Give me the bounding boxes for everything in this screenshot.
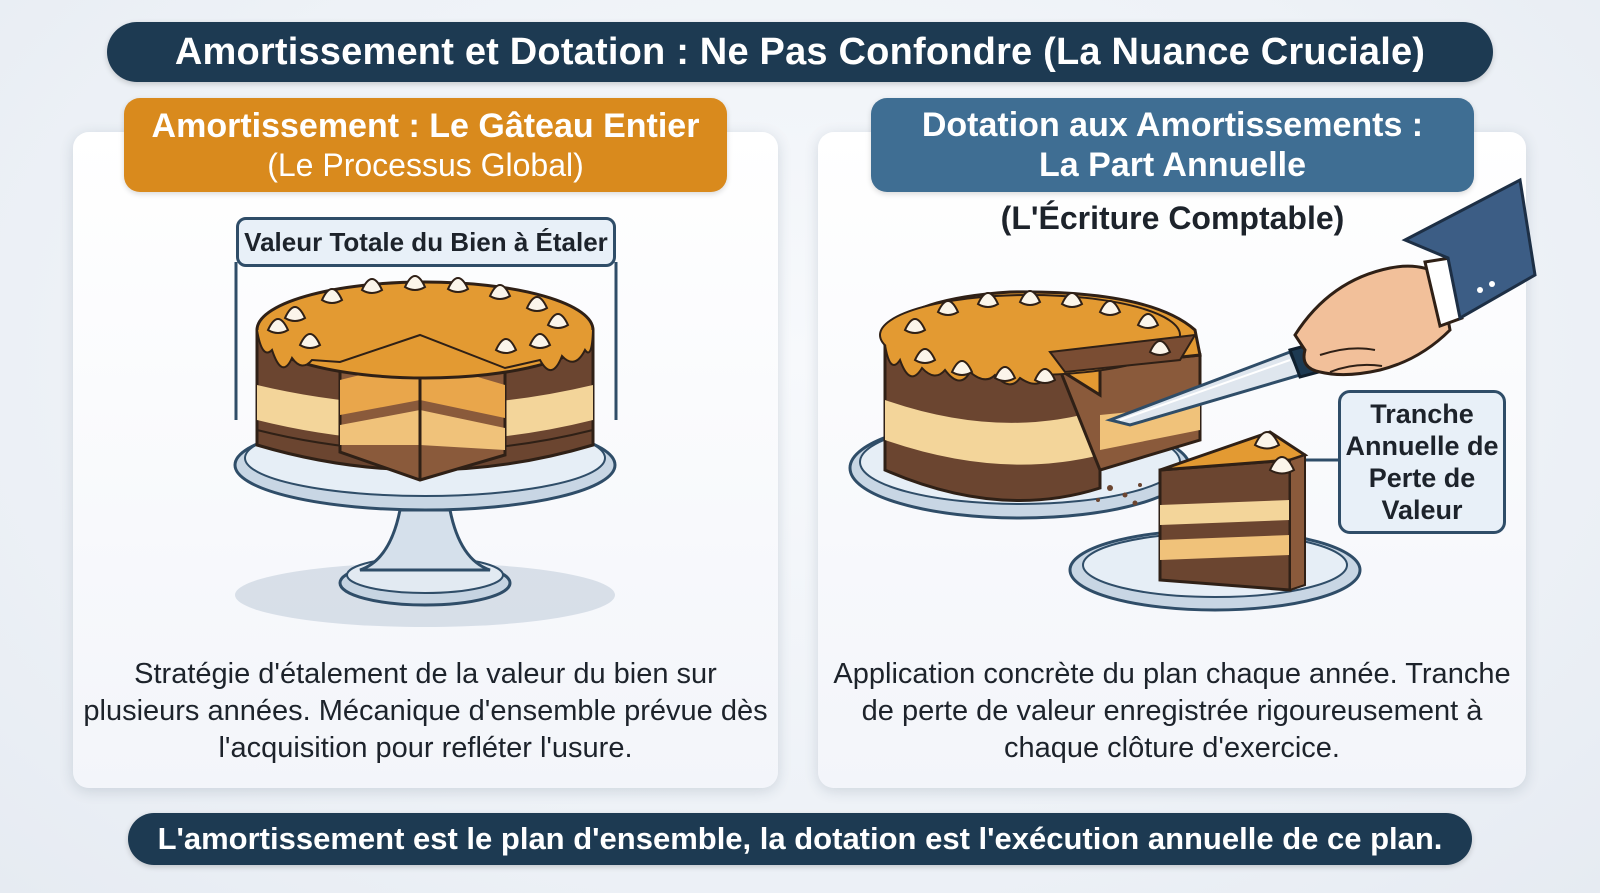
conclusion-banner: L'amortissement est le plan d'ensemble, …	[128, 813, 1472, 865]
tranche-annuelle-label: Tranche Annuelle de Perte de Valeur	[1338, 390, 1506, 534]
cake-slice-with-knife-icon	[848, 177, 1537, 612]
amortissement-header: Amortissement : Le Gâteau Entier (Le Pro…	[124, 98, 727, 192]
whole-cake-on-stand-icon	[233, 262, 618, 627]
dotation-header-title-2: La Part Annuelle	[1038, 146, 1307, 184]
dotation-header-title: Dotation aux Amortissements :	[921, 106, 1424, 144]
amortissement-description: Stratégie d'étalement de la valeur du bi…	[83, 658, 768, 764]
dotation-description: Application concrète du plan chaque anné…	[833, 658, 1511, 764]
main-title: Amortissement et Dotation : Ne Pas Confo…	[107, 22, 1493, 82]
amortissement-header-title: Amortissement : Le Gâteau Entier	[151, 107, 700, 145]
amortissement-header-subtitle: (Le Processus Global)	[267, 147, 584, 183]
dotation-subtitle: (L'Écriture Comptable)	[1000, 200, 1345, 236]
dotation-header: Dotation aux Amortissements : La Part An…	[871, 98, 1474, 192]
valeur-totale-label: Valeur Totale du Bien à Étaler	[236, 217, 616, 267]
